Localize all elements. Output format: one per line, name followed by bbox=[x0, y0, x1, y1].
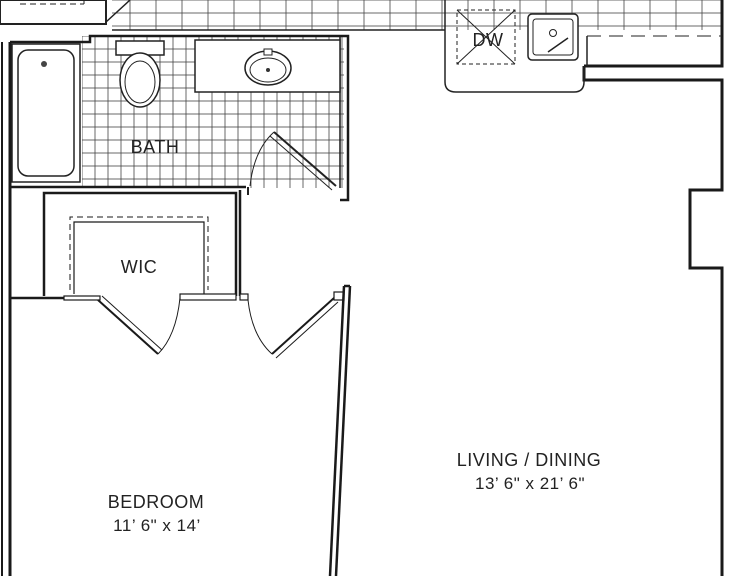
bedroom-dimensions: 11’ 6" x 14’ bbox=[113, 516, 201, 535]
tub-drain bbox=[41, 61, 47, 67]
bedroom-door bbox=[239, 291, 345, 359]
bathtub-basin bbox=[17, 49, 75, 177]
living-dining-dimensions: 13’ 6" x 21’ 6" bbox=[475, 474, 585, 493]
bath-label: BATH bbox=[130, 137, 180, 157]
dishwasher-box bbox=[456, 9, 516, 65]
bathroom bbox=[10, 34, 350, 202]
kitchen bbox=[444, 0, 722, 93]
dishwasher-label: DW bbox=[472, 30, 504, 50]
bath-door bbox=[247, 131, 337, 195]
bedroom-partition-wall bbox=[328, 284, 352, 576]
living-dining-label: LIVING / DINING bbox=[456, 450, 602, 470]
walk-in-closet bbox=[10, 190, 242, 355]
hall-floor-tiles bbox=[112, 0, 722, 30]
top-left-closet bbox=[0, 0, 131, 25]
wic-label: WIC bbox=[120, 257, 158, 277]
bedroom-label: BEDROOM bbox=[107, 492, 205, 512]
